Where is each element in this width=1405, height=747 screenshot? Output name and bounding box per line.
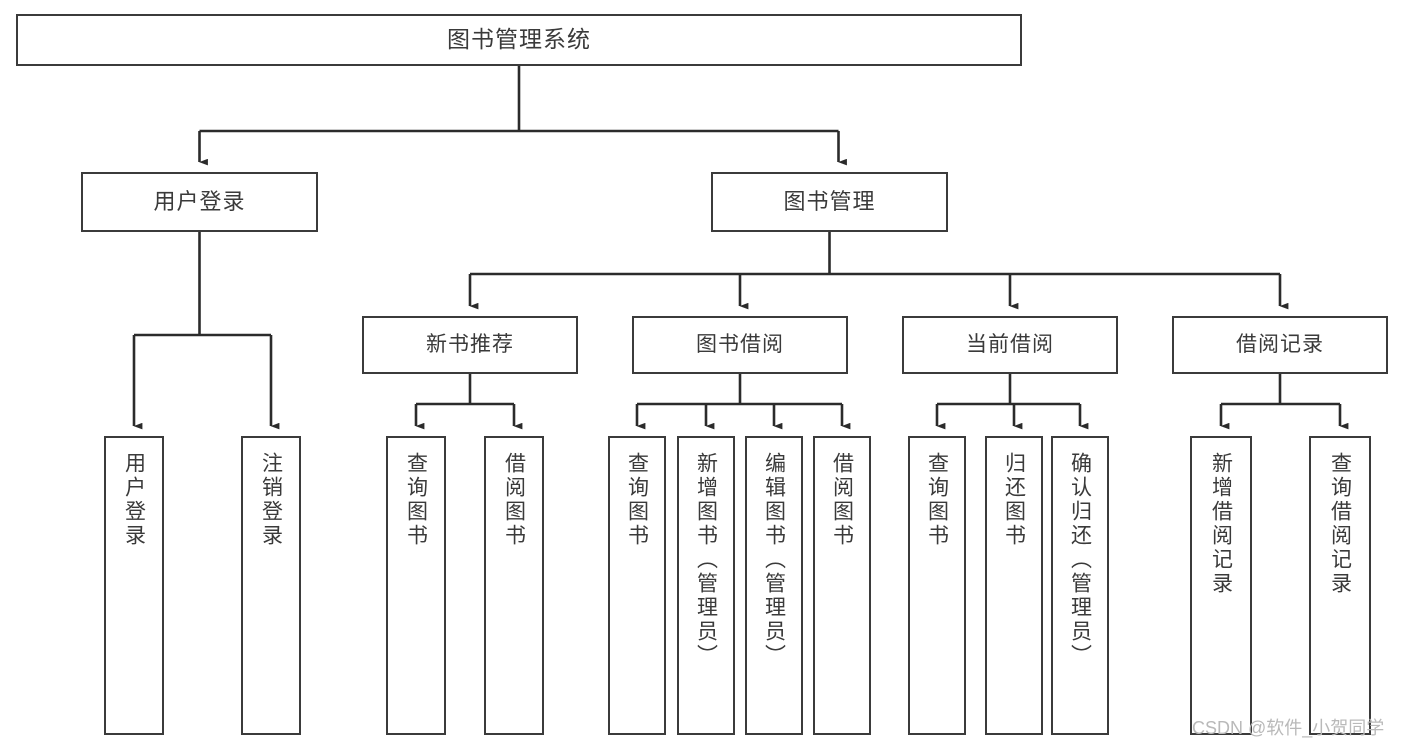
node-new-book-rec[interactable]: 新书推荐 bbox=[362, 316, 578, 374]
node-borrow-record-label: 借阅记录 bbox=[1236, 332, 1324, 356]
node-leaf-br-query-record-label: 查询借阅记录 bbox=[1328, 452, 1352, 596]
node-leaf-user-login-label: 用户登录 bbox=[122, 452, 146, 548]
node-root-label: 图书管理系统 bbox=[447, 26, 591, 53]
node-leaf-br-add-record-label: 新增借阅记录 bbox=[1209, 452, 1233, 596]
node-leaf-user-logout-label: 注销登录 bbox=[259, 452, 283, 548]
node-leaf-bb-borrow-book-label: 借阅图书 bbox=[830, 452, 854, 548]
node-leaf-cb-query-book-label: 查询图书 bbox=[925, 452, 949, 548]
node-leaf-br-query-record[interactable]: 查询借阅记录 bbox=[1309, 436, 1371, 735]
node-leaf-cb-return-book-label: 归还图书 bbox=[1002, 452, 1026, 548]
node-leaf-bb-query-book-label: 查询图书 bbox=[625, 452, 649, 548]
node-leaf-bb-edit-book-label: 编辑图书（管理员） bbox=[762, 452, 786, 668]
node-current-borrow[interactable]: 当前借阅 bbox=[902, 316, 1118, 374]
node-user-login-label: 用户登录 bbox=[153, 189, 246, 215]
node-borrow-record[interactable]: 借阅记录 bbox=[1172, 316, 1388, 374]
node-leaf-user-login[interactable]: 用户登录 bbox=[104, 436, 164, 735]
node-leaf-br-add-record[interactable]: 新增借阅记录 bbox=[1190, 436, 1252, 735]
node-leaf-cb-confirm-return-label: 确认归还（管理员） bbox=[1068, 452, 1092, 668]
node-leaf-bb-add-book-label: 新增图书（管理员） bbox=[694, 452, 718, 668]
node-user-login[interactable]: 用户登录 bbox=[81, 172, 318, 232]
csdn-watermark: CSDN @软件_小贺同学 bbox=[1192, 718, 1385, 738]
node-leaf-rec-query-book[interactable]: 查询图书 bbox=[386, 436, 446, 735]
node-leaf-user-logout[interactable]: 注销登录 bbox=[241, 436, 301, 735]
node-new-book-rec-label: 新书推荐 bbox=[426, 332, 514, 356]
node-leaf-cb-return-book[interactable]: 归还图书 bbox=[985, 436, 1043, 735]
node-leaf-rec-query-book-label: 查询图书 bbox=[404, 452, 428, 548]
node-root[interactable]: 图书管理系统 bbox=[16, 14, 1022, 66]
node-current-borrow-label: 当前借阅 bbox=[966, 332, 1054, 356]
node-leaf-bb-query-book[interactable]: 查询图书 bbox=[608, 436, 666, 735]
node-leaf-bb-borrow-book[interactable]: 借阅图书 bbox=[813, 436, 871, 735]
node-book-borrow-label: 图书借阅 bbox=[696, 332, 784, 356]
node-leaf-cb-confirm-return[interactable]: 确认归还（管理员） bbox=[1051, 436, 1109, 735]
node-book-borrow[interactable]: 图书借阅 bbox=[632, 316, 848, 374]
node-book-manage-label: 图书管理 bbox=[783, 189, 876, 215]
node-book-manage[interactable]: 图书管理 bbox=[711, 172, 948, 232]
node-leaf-rec-borrow-book-label: 借阅图书 bbox=[502, 452, 526, 548]
node-leaf-bb-add-book[interactable]: 新增图书（管理员） bbox=[677, 436, 735, 735]
node-leaf-rec-borrow-book[interactable]: 借阅图书 bbox=[484, 436, 544, 735]
node-leaf-bb-edit-book[interactable]: 编辑图书（管理员） bbox=[745, 436, 803, 735]
node-leaf-cb-query-book[interactable]: 查询图书 bbox=[908, 436, 966, 735]
